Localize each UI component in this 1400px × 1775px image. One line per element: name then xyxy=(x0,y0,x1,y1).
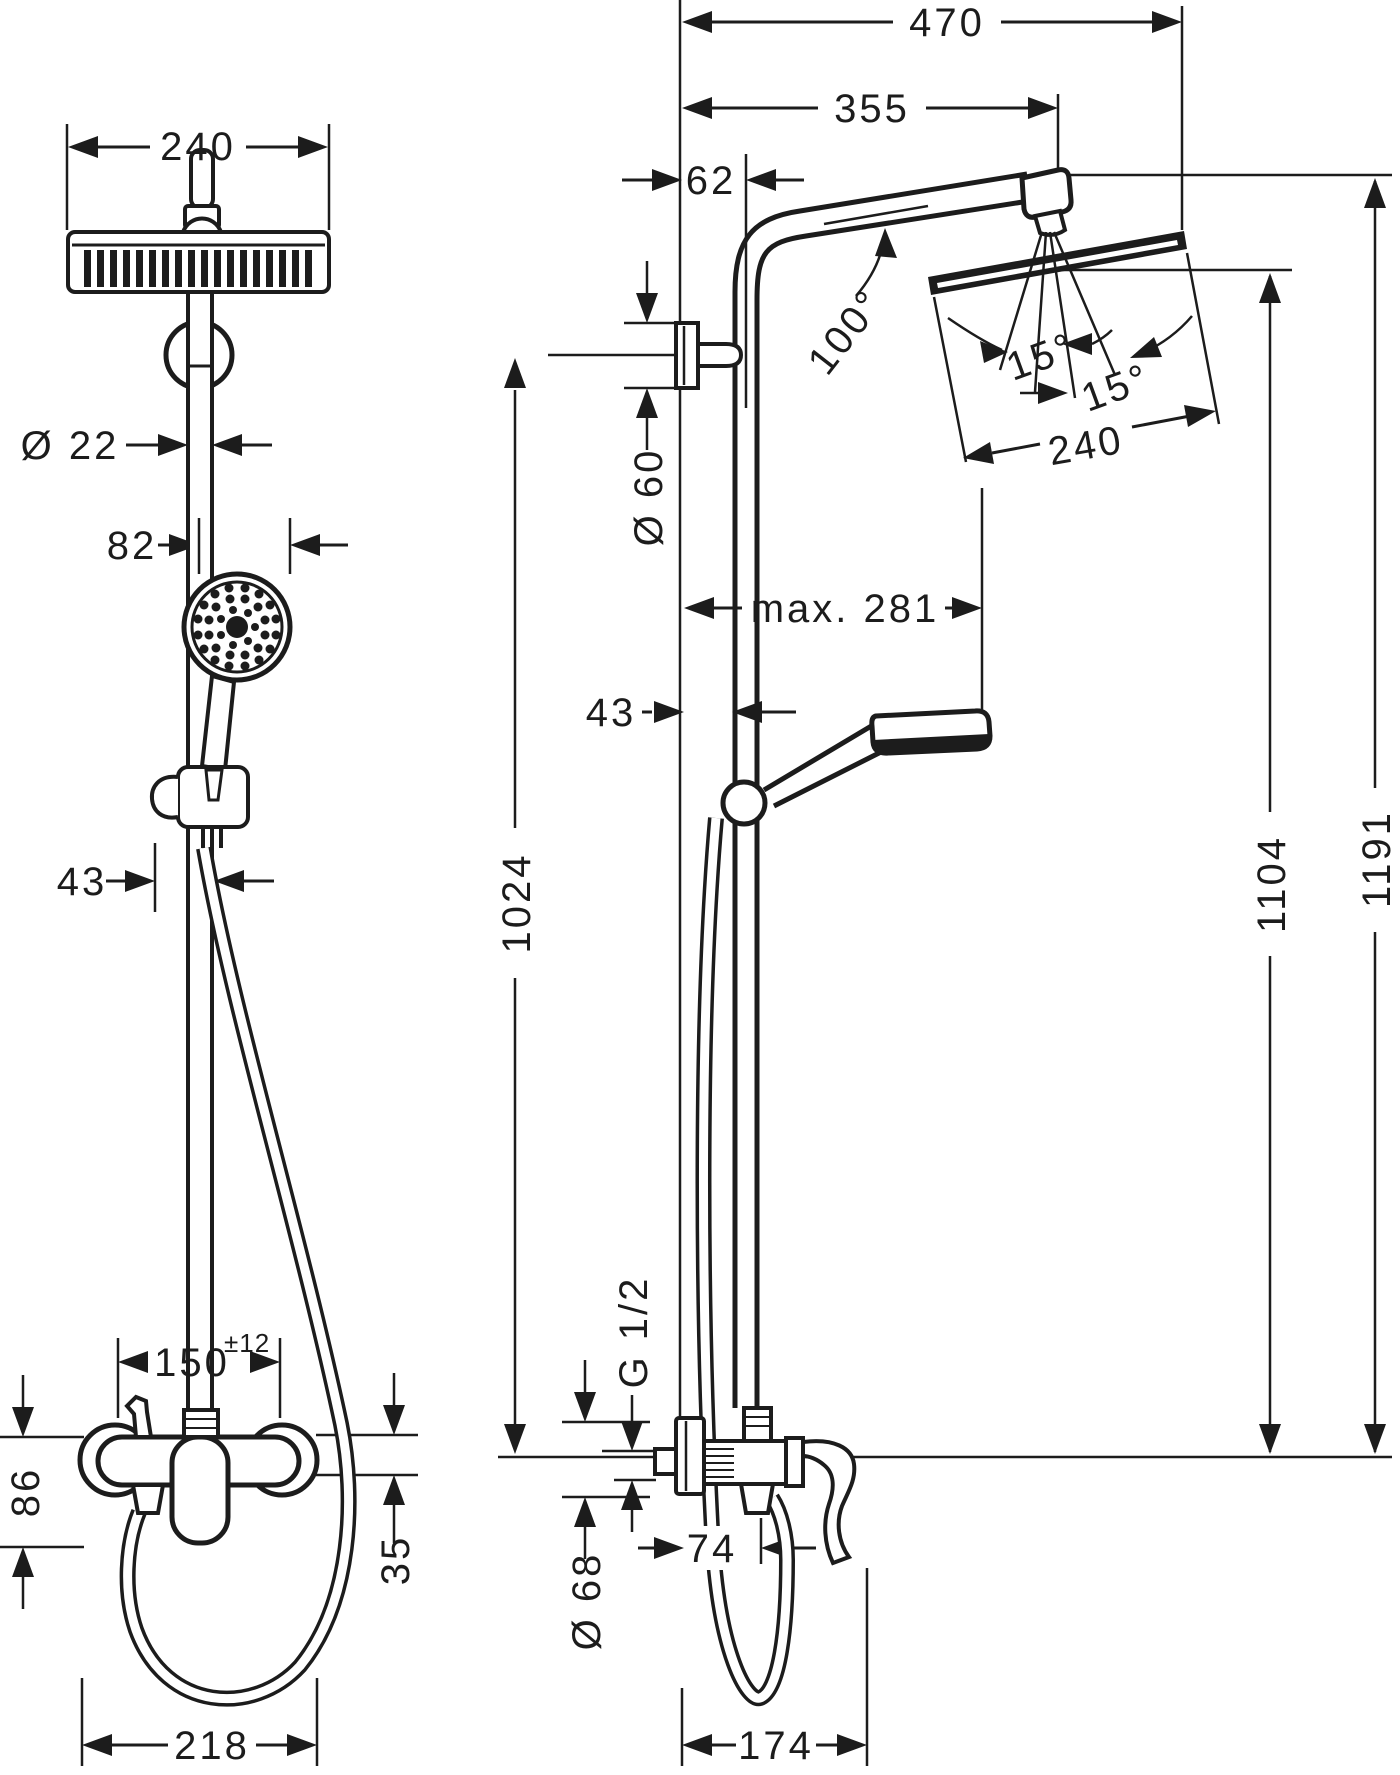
dim-front-mixer-height: 86 xyxy=(4,1467,48,1518)
dim-front-bar-diameter: Ø 22 xyxy=(21,424,120,468)
holder-pivot xyxy=(720,779,768,827)
overhead-shower-side xyxy=(928,167,1187,295)
mixer-front xyxy=(77,1394,320,1546)
overhead-shower-front xyxy=(66,148,331,294)
spray-nozzles xyxy=(193,583,281,671)
dim-side-tilt-back: 15° xyxy=(1001,324,1081,389)
dim-front-hose-loop-width: 218 xyxy=(174,1724,250,1768)
wall-bracket-side xyxy=(674,321,744,390)
dim-side-bracket-height: 1024 xyxy=(495,853,539,954)
dim-side-face-height: 1104 xyxy=(1250,835,1294,933)
dim-side-handle-depth: 174 xyxy=(738,1724,814,1768)
dim-side-handshower-reach: max. 281 xyxy=(751,587,940,631)
dim-side-inlet-thread: G 1/2 xyxy=(612,1276,656,1389)
hand-shower-side xyxy=(695,708,993,1707)
dim-front-handshower-offset: 82 xyxy=(107,524,158,568)
angle-annotations xyxy=(855,228,1193,404)
dim-front-mixer-offset: 35 xyxy=(374,1535,418,1586)
dimension-labels: 240 Ø 22 82 43 150 ±12 86 35 218 470 355… xyxy=(4,1,1399,1768)
dim-side-outlet-depth: 74 xyxy=(687,1527,738,1571)
shower-hose-front xyxy=(119,846,357,1707)
dim-side-head-size: 240 xyxy=(1045,418,1127,474)
dim-front-mixer-centers: 150 xyxy=(154,1341,230,1385)
spray-slots xyxy=(84,250,312,287)
dim-side-top-height: 1191 xyxy=(1355,810,1399,908)
dim-side-bar-offset: 62 xyxy=(686,159,737,203)
side-view xyxy=(653,167,1193,1707)
dim-front-head-width: 240 xyxy=(160,125,236,169)
dim-side-reach-pivot: 355 xyxy=(834,87,910,131)
dim-side-bracket-diameter: Ø 60 xyxy=(627,448,671,547)
dim-front-holder-offset: 43 xyxy=(57,860,108,904)
mixer-side xyxy=(653,1406,857,1566)
slider-holder-front xyxy=(149,765,250,848)
dim-side-arm-angle: 100° xyxy=(800,281,893,383)
riser-pipe xyxy=(732,171,1028,1408)
dim-side-reach-total: 470 xyxy=(909,1,985,45)
dim-side-holder-depth: 43 xyxy=(586,691,637,735)
mixer-lever xyxy=(801,1439,857,1566)
dim-front-mixer-centers-tolerance: ±12 xyxy=(224,1328,270,1358)
hand-shower-front xyxy=(181,571,293,773)
dim-side-escutcheon-diameter: Ø 68 xyxy=(565,1552,609,1651)
front-view xyxy=(66,148,357,1707)
dim-side-tilt-forward: 15° xyxy=(1076,355,1156,420)
label-backing xyxy=(688,1526,738,1570)
